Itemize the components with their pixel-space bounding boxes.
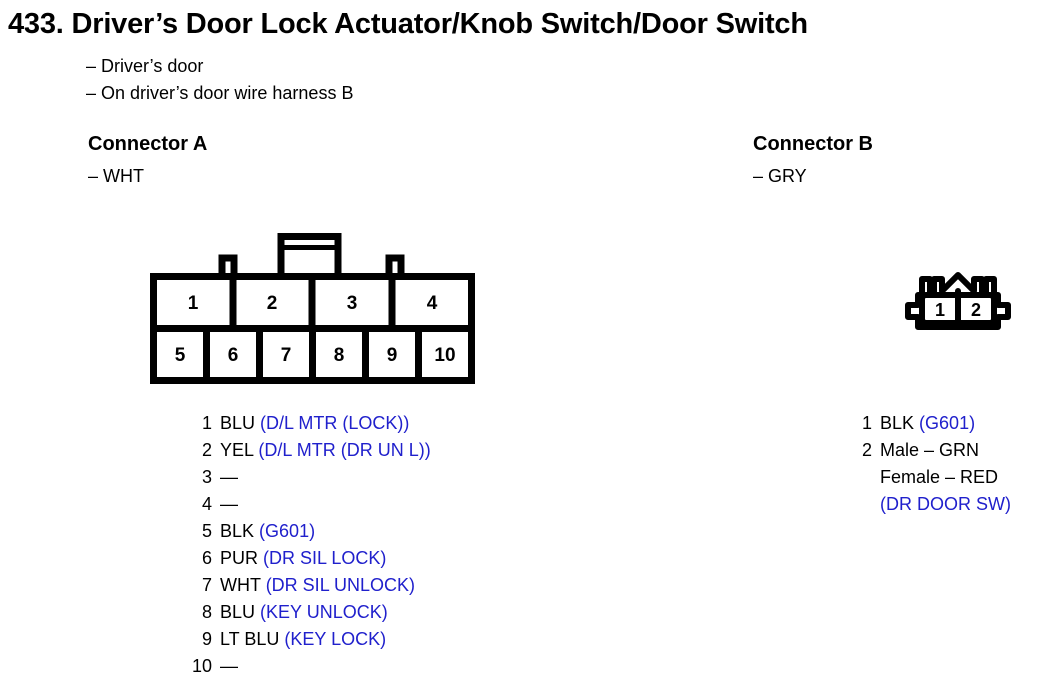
connector-b-color-label: – GRY xyxy=(753,166,807,186)
pin-number: 2 xyxy=(201,440,212,460)
pin-wire-color: LT BLU xyxy=(220,629,280,649)
connector-a-heading: Connector A xyxy=(88,133,208,155)
pin-body: — xyxy=(220,653,238,680)
subtitle-line: – Driver’s door xyxy=(86,56,204,76)
connector-a-pin-list: 1 BLU (D/L MTR (LOCK)) 2 YEL (D/L MTR (D… xyxy=(186,410,431,680)
pin-number: 1 xyxy=(201,413,212,433)
pin-wire-color: BLU xyxy=(220,413,256,433)
pin-wire-color-male: Male – GRN xyxy=(880,440,980,460)
pin-description: (G601) xyxy=(919,413,976,433)
pin-number: 5 xyxy=(201,521,212,541)
pin-body: WHT (DR SIL UNLOCK) xyxy=(220,572,415,599)
connector-a-center-latch xyxy=(277,233,342,280)
connector-a-svg: 1 2 3 4 5 6 7 8 9 10 xyxy=(150,233,475,384)
connector-b-pin-list: 1 BLK (G601) 2 Male – GRN Female – RED (… xyxy=(846,410,1011,518)
pin-wire-color: YEL xyxy=(220,440,254,460)
connector-a-cell-6: 6 xyxy=(228,345,239,366)
pin-body: — xyxy=(220,491,238,518)
pin-body: Male – GRN Female – RED (DR DOOR SW) xyxy=(880,437,1011,518)
pin-number: 8 xyxy=(201,602,212,622)
pin-description: (KEY LOCK) xyxy=(284,629,387,649)
connector-b-svg: 1 2 xyxy=(905,272,1011,330)
pin-description: (DR DOOR SW) xyxy=(880,494,1011,514)
pin-row: 5 BLK (G601) xyxy=(186,518,431,545)
pin-number: 7 xyxy=(201,575,212,595)
pin-wire-color: — xyxy=(220,656,238,676)
pin-wire-color: BLU xyxy=(220,602,256,622)
subtitle-line: – On driver’s door wire harness B xyxy=(86,83,354,103)
pin-body: LT BLU (KEY LOCK) xyxy=(220,626,386,653)
pin-row: 6 PUR (DR SIL LOCK) xyxy=(186,545,431,572)
connector-b-heading: Connector B xyxy=(753,133,873,155)
pin-number: 3 xyxy=(201,467,212,487)
connector-a-cell-7: 7 xyxy=(281,345,292,366)
pin-row: 4 — xyxy=(186,491,431,518)
pin-body: — xyxy=(220,464,238,491)
pin-number: 2 xyxy=(861,440,872,460)
connector-b-cell-1: 1 xyxy=(935,300,945,320)
pin-number: 9 xyxy=(201,629,212,649)
pin-row: 1 BLU (D/L MTR (LOCK)) xyxy=(186,410,431,437)
pin-row: 7 WHT (DR SIL UNLOCK) xyxy=(186,572,431,599)
pin-row: 8 BLU (KEY UNLOCK) xyxy=(186,599,431,626)
pin-wire-color: — xyxy=(220,467,238,487)
connector-a-cell-5: 5 xyxy=(175,345,186,366)
pin-wire-color: PUR xyxy=(220,548,259,568)
connector-a-cell-10: 10 xyxy=(434,345,455,366)
pin-body: BLK (G601) xyxy=(220,518,315,545)
pin-body: BLU (D/L MTR (LOCK)) xyxy=(220,410,409,437)
pin-wire-color-female: Female – RED xyxy=(880,467,999,487)
page-title: 433. Driver’s Door Lock Actuator/Knob Sw… xyxy=(8,8,808,40)
pin-description: (D/L MTR (LOCK)) xyxy=(260,413,410,433)
connector-b-cell-2: 2 xyxy=(971,300,981,320)
subtitle-list: – Driver’s door – On driver’s door wire … xyxy=(86,53,353,107)
pin-number: 6 xyxy=(201,548,212,568)
pin-body: YEL (D/L MTR (DR UN L)) xyxy=(220,437,431,464)
connector-a-cell-9: 9 xyxy=(387,345,398,366)
pin-wire-color: — xyxy=(220,494,238,514)
pin-description: (DR SIL LOCK) xyxy=(263,548,387,568)
pin-number: 4 xyxy=(201,494,212,514)
pin-number: 1 xyxy=(861,413,872,433)
pin-description: (D/L MTR (DR UN L)) xyxy=(258,440,431,460)
pin-description: (G601) xyxy=(259,521,316,541)
pin-body: BLK (G601) xyxy=(880,410,975,437)
pin-wire-color: BLK xyxy=(880,413,915,433)
pin-row: 2 YEL (D/L MTR (DR UN L)) xyxy=(186,437,431,464)
pin-wire-color: BLK xyxy=(220,521,255,541)
connector-a-cell-2: 2 xyxy=(267,293,278,314)
connector-a-cell-8: 8 xyxy=(334,345,345,366)
pin-body: PUR (DR SIL LOCK) xyxy=(220,545,386,572)
pin-description: (DR SIL UNLOCK) xyxy=(265,575,416,595)
connector-b-diagram: 1 2 xyxy=(900,265,1046,360)
connector-a-diagram: 1 2 3 4 5 6 7 8 9 10 xyxy=(140,225,485,395)
connector-a-cell-4: 4 xyxy=(427,293,438,314)
connector-a-color-label: – WHT xyxy=(88,166,144,186)
connector-a-cell-1: 1 xyxy=(188,293,199,314)
pin-number: 10 xyxy=(191,656,212,676)
pin-body: BLU (KEY UNLOCK) xyxy=(220,599,388,626)
pin-row: 1 BLK (G601) xyxy=(846,410,1011,437)
pin-description: (KEY UNLOCK) xyxy=(260,602,388,622)
pin-row: 9 LT BLU (KEY LOCK) xyxy=(186,626,431,653)
pin-row: 2 Male – GRN Female – RED (DR DOOR SW) xyxy=(846,437,1011,518)
connector-a-cell-3: 3 xyxy=(347,293,358,314)
pin-wire-color: WHT xyxy=(220,575,261,595)
pin-row: 10 — xyxy=(186,653,431,680)
pin-row: 3 — xyxy=(186,464,431,491)
